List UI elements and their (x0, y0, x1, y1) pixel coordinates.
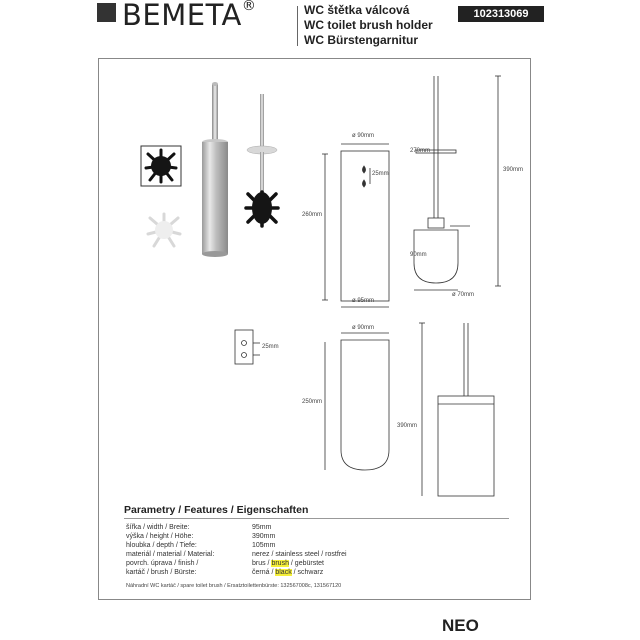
finish-pre: brus / (252, 560, 272, 567)
dim-body-height-2: 250mm (302, 399, 323, 405)
black-brush-head-photo (140, 145, 182, 187)
title-cz: WC štětka válcová (304, 3, 410, 17)
param-label-finish: povrch. úprava / finish / (126, 560, 199, 567)
params-rule (124, 518, 509, 519)
param-label-width: šířka / width / Breite: (126, 524, 190, 531)
brush-post: / schwarz (291, 569, 324, 576)
brand-name: BEMETA (122, 0, 242, 32)
content-frame (98, 58, 531, 600)
product-code: 102313069 (458, 6, 544, 22)
finish-highlight: brush (271, 560, 289, 567)
brush-highlight: black (275, 569, 292, 576)
brand-logo: BEMETA® (122, 0, 256, 32)
param-value-height: 390mm (252, 533, 276, 540)
param-value-material: nerez / stainless steel / rostfrei (252, 551, 347, 558)
dim-hole-spacing-2: 25mm (262, 344, 279, 350)
header-separator (297, 6, 298, 46)
param-label-material: materiál / material / Material: (126, 551, 215, 558)
param-label-depth: hloubka / depth / Tiefe: (126, 542, 197, 549)
dim-hole-spacing: 25mm (372, 171, 389, 177)
dim-brush-diameter: ø 70mm (452, 292, 475, 298)
brand-logo-square (97, 3, 116, 22)
param-label-brush: kartáč / brush / Bürste: (126, 569, 197, 576)
param-label-height: výška / height / Höhe: (126, 533, 194, 540)
title-de: WC Bürstengarnitur (304, 33, 418, 47)
front-view-drawing (322, 143, 390, 308)
dim-top-width: ø 90mm (352, 133, 375, 139)
params-title: Parametry / Features / Eigenschaften (124, 504, 309, 516)
dim-brush-bottom: 90mm (410, 252, 427, 258)
series-name: NEO (442, 616, 479, 635)
title-en: WC toilet brush holder (304, 18, 433, 32)
brush-side-drawing (413, 75, 501, 291)
wall-plate-drawing (234, 329, 260, 365)
dim-total-height-2: 390mm (397, 423, 418, 429)
brush-photo (244, 94, 280, 228)
finish-post: / gebürstet (288, 560, 324, 567)
brush-pre: černá / (252, 569, 276, 576)
dim-body-height: 260mm (302, 212, 323, 218)
param-value-finish: brus / brush / gebürstet (252, 560, 324, 567)
dim-brush-height: 270mm (410, 148, 431, 154)
dim-top-width-2: ø 90mm (352, 325, 375, 331)
spare-brush-footnote: Náhradní WC kartáč / spare toilet brush … (126, 583, 342, 589)
registered-mark: ® (241, 0, 257, 14)
white-brush-head-photo (146, 212, 182, 248)
dim-bottom-width: ø 95mm (352, 298, 375, 304)
param-value-depth: 105mm (252, 542, 276, 549)
holder-side-drawing (419, 322, 495, 497)
param-value-brush: černá / black / schwarz (252, 569, 323, 576)
technical-drawing (140, 75, 501, 497)
param-value-width: 95mm (252, 524, 272, 531)
cover-front-drawing (324, 332, 390, 471)
dim-total-height: 390mm (503, 167, 524, 173)
holder-photo (202, 82, 228, 257)
